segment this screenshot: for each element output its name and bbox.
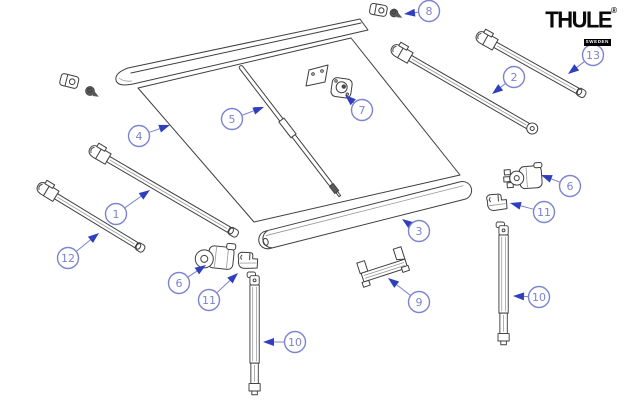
callout-2: 2 [492, 65, 526, 94]
ceiling-clip-left [59, 73, 80, 89]
leader-line [393, 282, 411, 296]
tension-rafter [238, 65, 342, 198]
callout-circle [527, 285, 551, 309]
tension-arm-left [36, 179, 146, 253]
support-arm-right [390, 41, 539, 135]
callout-number: 6 [567, 180, 574, 193]
callout-number: 11 [537, 206, 551, 219]
callout-number: 9 [416, 296, 423, 309]
callout-number: 3 [416, 225, 423, 238]
gear-end-cap-right [503, 161, 543, 190]
callout-6-right: 6 [541, 174, 582, 198]
callout-11-right: 11 [510, 200, 556, 224]
callout-number: 2 [511, 71, 518, 84]
arrow-icon [510, 201, 522, 210]
arrow-icon [513, 292, 525, 301]
callout-circle [104, 202, 128, 226]
gear-end-cap-left [194, 242, 237, 270]
ceiling-clip-top [369, 2, 388, 17]
callout-circle [532, 200, 556, 224]
arrow-icon [263, 338, 274, 346]
brand-badge: SWEDEN [583, 39, 611, 46]
leg-bracket-right [485, 193, 508, 212]
arrow-icon [194, 265, 206, 275]
callout-7: 7 [345, 95, 374, 122]
arrow-icon [402, 219, 414, 229]
rail-adapter [356, 246, 411, 288]
leader-line [216, 278, 233, 293]
leader-line [76, 237, 94, 252]
callout-10-right: 10 [513, 285, 551, 309]
callout-12: 12 [56, 233, 99, 270]
callout-13: 13 [568, 43, 605, 74]
support-leg-left [246, 271, 261, 396]
awning-fabric [137, 37, 461, 223]
callout-4: 4 [127, 124, 170, 148]
rafter-bracket [305, 64, 353, 99]
clip-screw-left [85, 86, 99, 97]
arrow-icon [252, 107, 264, 115]
callout-3: 3 [402, 219, 431, 243]
callout-circle [502, 65, 526, 89]
callout-11-left: 11 [197, 273, 238, 312]
brand-wordmark: THULE® [545, 5, 617, 33]
callout-number: 10 [532, 291, 546, 304]
registered-mark: ® [611, 5, 617, 15]
arrow-icon [227, 273, 238, 284]
arrow-icon [541, 175, 553, 183]
thule-logo: THULE® SWEDEN [531, 5, 617, 47]
callout-circle [283, 330, 307, 354]
arrow-icon [404, 8, 416, 17]
leg-bracket-left [237, 251, 259, 270]
arrow-icon [388, 278, 400, 288]
callout-number: 1 [113, 208, 120, 221]
callout-circle [407, 290, 431, 314]
arrow-icon [345, 95, 356, 106]
callout-9: 9 [388, 278, 431, 314]
callout-circle [197, 288, 221, 312]
callout-number: 5 [229, 113, 236, 126]
arrow-icon [138, 190, 150, 200]
tension-arm-right [475, 28, 587, 98]
callout-number: 4 [136, 130, 143, 143]
callout-5: 5 [220, 107, 264, 131]
callout-10-left: 10 [263, 330, 307, 354]
callout-circle [558, 174, 582, 198]
callout-6-left: 6 [167, 265, 206, 295]
callout-circle [407, 219, 431, 243]
clip-screw-top [389, 8, 403, 18]
callout-number: 11 [202, 294, 216, 307]
callout-1: 1 [104, 190, 150, 226]
callout-circle [56, 246, 80, 270]
arrow-icon [492, 84, 504, 94]
callout-circle [167, 271, 191, 295]
callout-number: 12 [61, 252, 75, 265]
callout-number: 13 [586, 49, 600, 62]
leader-line [124, 194, 144, 209]
callout-number: 10 [288, 336, 302, 349]
arrow-icon [158, 124, 170, 133]
callout-number: 7 [359, 104, 366, 117]
cassette-lid [115, 18, 369, 86]
callout-circle [417, 0, 441, 23]
callout-number: 8 [426, 5, 433, 18]
support-arm-left [88, 142, 240, 238]
callout-8: 8 [404, 0, 441, 23]
callout-circle [220, 107, 244, 131]
arrow-icon [87, 233, 99, 244]
roller-tube [258, 180, 473, 250]
callout-circle [127, 124, 151, 148]
arrow-icon [568, 64, 580, 74]
callout-number: 6 [176, 277, 183, 290]
support-leg-right [495, 221, 510, 346]
callout-circle [350, 98, 374, 122]
